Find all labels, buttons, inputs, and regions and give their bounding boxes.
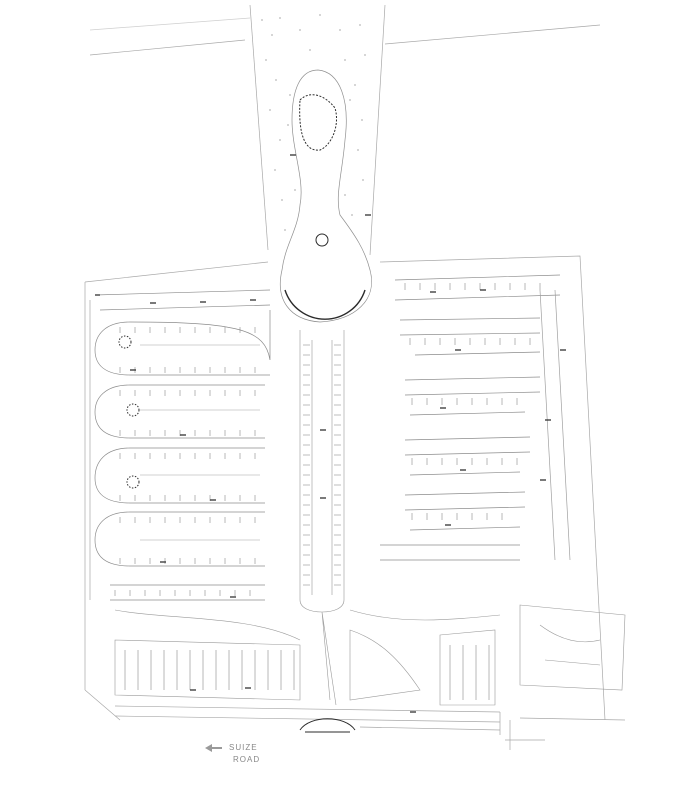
central-park-outline [280,69,372,323]
north-corridor-left [249,4,269,251]
road-label-line2: ROAD [233,755,261,764]
site-boundary [84,255,606,721]
south-road-edge-2 [114,715,501,723]
roundabout-circles [118,335,140,489]
road-label-line1: SUIZE [229,743,258,752]
service-parcel [519,604,626,691]
south-gate [299,718,356,733]
north-corridor-right [369,4,386,256]
north-landscape-stipple [261,14,366,231]
south-parcels [114,604,626,706]
east-residential-blocks [380,274,571,561]
annotation-marks [95,154,566,713]
boulevard-outline [299,330,345,613]
east-unit-ticks [404,283,541,520]
south-road-edge-1 [114,705,501,713]
plaza-circle [284,289,366,320]
west-unit-ticks [114,327,256,596]
west-residential-loops [94,289,271,601]
south-road-edge-3 [359,726,501,731]
top-boundary-line [89,39,246,56]
boulevard-row-ticks [303,344,341,586]
fountain-circle [315,233,329,247]
south-unit-ticks [124,645,490,700]
top-boundary-line-2 [384,24,601,45]
arrow-left-icon [205,744,222,752]
